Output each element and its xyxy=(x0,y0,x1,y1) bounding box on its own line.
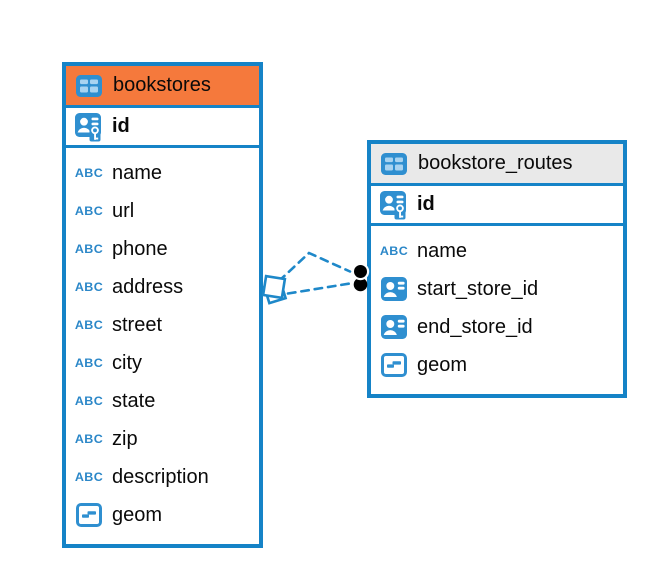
text-type-icon: ABC xyxy=(74,432,104,446)
relationship-squares-marker[interactable] xyxy=(261,274,288,305)
field-label: id xyxy=(417,193,435,215)
relationship-dots-marker[interactable] xyxy=(351,262,370,292)
field-label: end_store_id xyxy=(417,315,533,338)
field-row[interactable]: geom xyxy=(371,346,623,384)
entity-bookstores[interactable]: bookstores id ABC name ABC url ABC phone… xyxy=(62,62,263,548)
field-label: phone xyxy=(112,237,168,260)
field-row[interactable]: ABC city xyxy=(66,344,259,382)
text-type-icon: ABC xyxy=(74,356,104,370)
field-row[interactable]: ABC street xyxy=(66,306,259,344)
text-type-icon: ABC xyxy=(74,470,104,484)
text-type-icon: ABC xyxy=(379,244,409,258)
reference-type-icon xyxy=(379,315,409,339)
field-row[interactable]: ABC state xyxy=(66,382,259,420)
field-label: description xyxy=(112,465,209,488)
field-row[interactable]: ABC phone xyxy=(66,230,259,268)
field-label: id xyxy=(112,115,130,137)
table-icon xyxy=(74,74,104,97)
reference-type-icon xyxy=(379,277,409,301)
field-label: name xyxy=(112,161,163,184)
field-row[interactable]: ABC zip xyxy=(66,420,259,458)
text-type-icon: ABC xyxy=(74,280,104,294)
text-type-icon: ABC xyxy=(74,394,104,408)
geometry-type-icon xyxy=(74,503,104,527)
primary-key-icon xyxy=(72,111,104,143)
field-label: name xyxy=(417,239,468,262)
field-row-pk[interactable]: id xyxy=(66,108,259,148)
relationship-line-start-store[interactable] xyxy=(277,251,352,283)
field-row[interactable]: geom xyxy=(66,496,259,534)
field-label: address xyxy=(112,275,184,298)
entity-bookstore-routes[interactable]: bookstore_routes id ABC name start_store… xyxy=(367,140,627,398)
entity-title: bookstores xyxy=(113,74,211,96)
entity-title: bookstore_routes xyxy=(418,152,573,174)
relationship-line-end-store[interactable] xyxy=(286,282,352,295)
field-label: geom xyxy=(112,503,163,526)
field-row[interactable]: end_store_id xyxy=(371,308,623,346)
table-icon xyxy=(379,152,409,175)
field-row[interactable]: ABC name xyxy=(371,232,623,270)
entity-bookstores-header[interactable]: bookstores xyxy=(66,66,259,108)
field-row[interactable]: start_store_id xyxy=(371,270,623,308)
field-label: geom xyxy=(417,353,468,376)
primary-key-icon xyxy=(377,189,409,221)
field-label: street xyxy=(112,313,163,336)
text-type-icon: ABC xyxy=(74,166,104,180)
text-type-icon: ABC xyxy=(74,318,104,332)
field-label: url xyxy=(112,199,135,222)
field-label: state xyxy=(112,389,156,412)
field-row[interactable]: ABC url xyxy=(66,192,259,230)
text-type-icon: ABC xyxy=(74,242,104,256)
field-label: city xyxy=(112,351,142,374)
field-row[interactable]: ABC address xyxy=(66,268,259,306)
field-label: zip xyxy=(112,427,138,450)
field-row[interactable]: ABC name xyxy=(66,154,259,192)
entity-bookstore-routes-header[interactable]: bookstore_routes xyxy=(371,144,623,186)
field-row-pk[interactable]: id xyxy=(371,186,623,226)
field-row[interactable]: ABC description xyxy=(66,458,259,496)
text-type-icon: ABC xyxy=(74,204,104,218)
geometry-type-icon xyxy=(379,353,409,377)
field-label: start_store_id xyxy=(417,277,539,300)
